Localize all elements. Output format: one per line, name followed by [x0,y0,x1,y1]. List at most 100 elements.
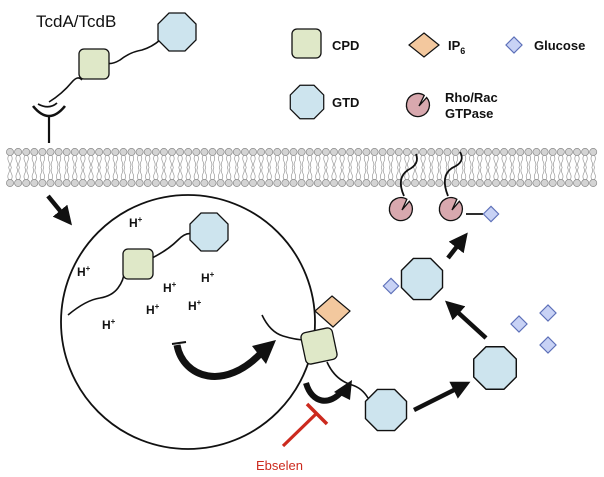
phospholipid [273,167,282,187]
phospholipid [483,148,492,168]
arrow-icon [173,344,265,380]
phospholipid [151,148,160,168]
proton-label: H+ [77,264,91,279]
proton-base: H [102,318,111,332]
arrow-icon [412,381,471,413]
cpd-square-icon [78,48,110,80]
phospholipid [443,148,452,168]
phospholipid [500,167,509,187]
arrow-icon [446,232,468,260]
legend-ip6-base: IP [448,38,461,53]
phospholipid [168,148,176,168]
phospholipid [257,167,266,187]
rho-gtpase-icon [436,194,466,224]
phospholipid [500,148,509,168]
gtd-octagon-icon [364,388,408,432]
phospholipid [95,148,104,168]
phospholipid [419,148,428,168]
phospholipid [200,148,209,168]
phospholipid [556,148,565,168]
phospholipid [119,167,128,187]
phospholipid [151,167,160,187]
phospholipid [573,148,581,168]
phospholipid [103,167,112,187]
phospholipid [216,167,225,187]
ip6-diamond-icon [408,32,440,58]
phospholipid [249,148,257,168]
phospholipid [62,167,71,187]
phospholipid [370,167,379,187]
phospholipid [127,167,136,187]
phospholipid [378,167,387,187]
phospholipid [516,148,525,168]
phospholipid [548,148,557,168]
phospholipid [354,167,363,187]
phospholipid [62,148,71,168]
phospholipid [232,148,241,168]
phospholipid [524,148,533,168]
phospholipid [411,167,419,187]
phospholipid [564,167,573,187]
phospholipid [402,148,411,168]
cpd-square-icon [291,28,322,59]
glucose-diamond-icon [505,36,523,54]
cpd-square-icon [122,248,154,280]
phospholipid [467,167,476,187]
phospholipid [176,167,185,187]
phospholipid [30,167,39,187]
legend-gtd-label: GTD [332,95,359,110]
phospholipid [249,167,257,187]
phospholipid [224,167,233,187]
phospholipid [321,148,330,168]
legend: CPD IP6 Glucose GTD Rho/Rac GTPase [289,28,585,121]
gtd-octagon-icon [157,12,197,52]
phospholipid [78,167,87,187]
rho-gtpase-icon [386,194,416,224]
phospholipid [232,167,241,187]
proton-sup: + [138,215,143,224]
phospholipid [492,167,500,187]
proton-sup: + [155,302,160,311]
phospholipid [70,148,79,168]
phospholipid [362,148,371,168]
phospholipid [532,167,541,187]
phospholipid [265,167,274,187]
phospholipid [313,167,322,187]
proton-label: H+ [201,270,215,285]
inhibition-bar-icon [281,402,329,448]
phospholipid [46,167,55,187]
glucose-diamond-icon [510,315,528,333]
translocated-toxin [261,295,408,432]
phospholipid [265,148,274,168]
phospholipid [46,148,55,168]
phospholipid [30,148,39,168]
glucose-diamond-icon [382,277,400,295]
phospholipid [289,167,298,187]
phospholipid [313,148,322,168]
phospholipid [54,167,63,187]
protons: H+ H+ H+ H+ H+ H+ H+ [77,215,215,332]
proton-sup: + [111,317,116,326]
phospholipid [208,167,217,187]
legend-glucose-label: Glucose [534,38,585,53]
phospholipid [508,148,517,168]
phospholipid [281,148,290,168]
phospholipid [216,148,225,168]
phospholipid [95,167,104,187]
phospholipid [330,148,338,168]
legend-ip6-label: IP6 [448,38,465,56]
phospholipid [516,167,525,187]
phospholipid [564,148,573,168]
membrane-rho-gtpases [386,151,500,224]
phospholipid [111,148,120,168]
glucose-diamond-icon [539,336,557,354]
proton-sup: + [86,264,91,273]
phospholipid [540,148,549,168]
phospholipid [532,148,541,168]
phospholipid [224,148,233,168]
phospholipid [548,167,557,187]
phospholipid [159,148,168,168]
gtd-octagon-icon [472,345,518,391]
phospholipid [321,167,330,187]
phospholipid [305,148,314,168]
